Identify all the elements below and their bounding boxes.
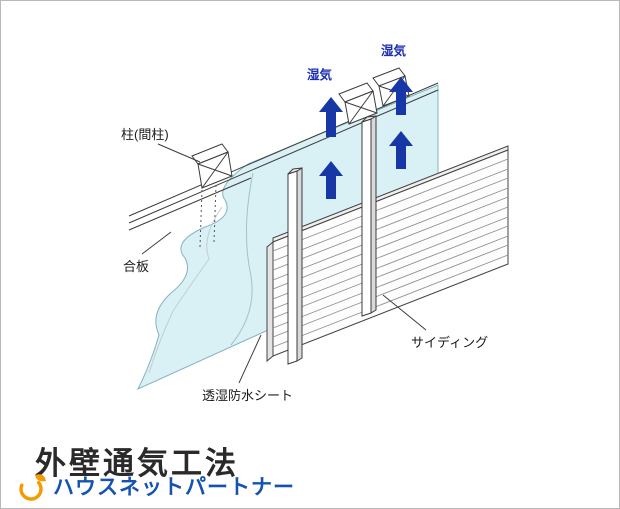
- label-siding: サイディング: [411, 335, 488, 350]
- siding-left-edge: [266, 240, 274, 363]
- logo-leaf: [35, 474, 46, 482]
- brand-logo-icon: [19, 474, 46, 501]
- stud-cube-2: [338, 82, 378, 125]
- label-moisture-right: 湿気: [381, 43, 407, 58]
- label-moisture-left: 湿気: [307, 67, 333, 82]
- sheet-fold-line: [230, 172, 254, 346]
- airflow-arrow-lower-right: [389, 131, 413, 169]
- airflow-arrow-upper-left: [319, 97, 343, 137]
- brand-logo: ハウスネットパートナー: [14, 468, 295, 504]
- leader-pillar: [157, 143, 201, 163]
- siding-panel: [266, 145, 509, 363]
- airflow-arrow-upper-right: [389, 77, 413, 115]
- brand-name: ハウスネットパートナー: [53, 476, 295, 499]
- airflow-arrow-lower-left: [319, 161, 343, 199]
- leader-lines: [141, 143, 427, 384]
- stud-cube-1: [191, 143, 233, 189]
- furring-strip-2: [361, 115, 377, 317]
- leader-siding: [382, 294, 427, 331]
- siding-board-lines: [272, 158, 509, 348]
- label-breathable-sheet: 透湿防水シート: [202, 388, 293, 403]
- leader-plywood: [141, 231, 172, 255]
- airflow-arrows: [319, 77, 413, 199]
- label-plywood: 合板: [123, 259, 149, 274]
- sheet-torn-edge-line: [148, 206, 223, 374]
- label-pillar: 柱(間柱): [121, 127, 169, 142]
- page-title: 外壁通気工法: [35, 446, 239, 481]
- leader-sheet: [238, 334, 262, 384]
- furring-strip-1: [287, 167, 303, 365]
- logo-swirl: [19, 477, 43, 501]
